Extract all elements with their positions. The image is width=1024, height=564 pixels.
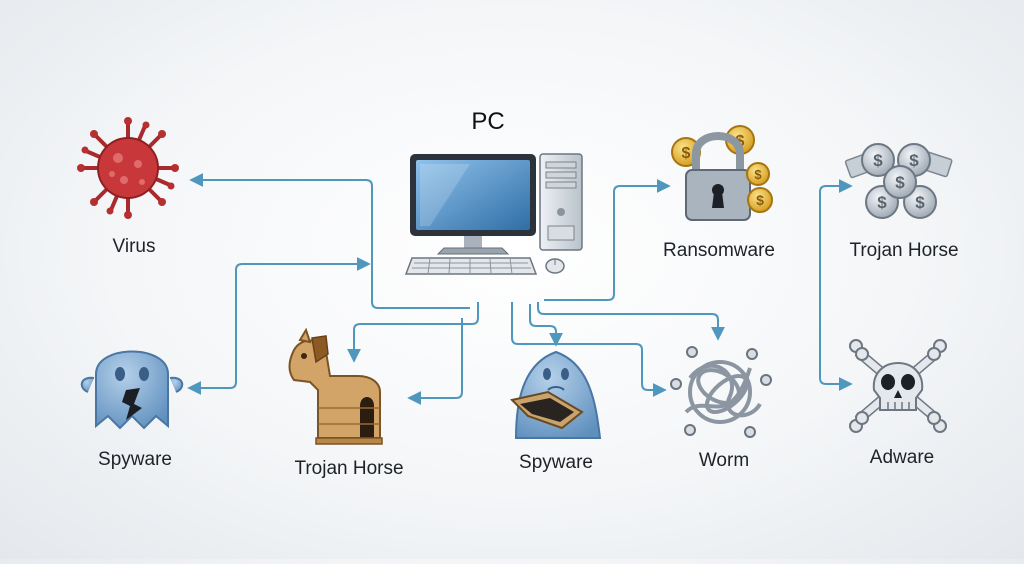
svg-text:$: $ bbox=[682, 145, 691, 162]
worm-label: Worm bbox=[698, 450, 750, 471]
trojan-horse-icon-right: $$ $$$ bbox=[844, 143, 953, 219]
connector-to-worm bbox=[511, 302, 667, 397]
connector-to-trojan-center-2 bbox=[407, 318, 463, 405]
svg-text:$: $ bbox=[877, 193, 887, 212]
svg-text:$: $ bbox=[756, 192, 764, 208]
connector-to-worm-top bbox=[537, 302, 725, 341]
svg-text:$: $ bbox=[873, 151, 883, 170]
spyware-ghost-icon-left bbox=[80, 350, 184, 430]
spyware-center-label: Spyware bbox=[519, 452, 593, 473]
worm-icon bbox=[670, 346, 772, 438]
svg-text:$: $ bbox=[754, 167, 762, 182]
connector-to-trojan-center bbox=[347, 302, 479, 363]
connector-to-ransomware bbox=[544, 179, 671, 301]
connector-to-spyware-left bbox=[187, 257, 371, 395]
connector-to-spyware-center bbox=[529, 304, 563, 347]
spyware-ghost-icon-center bbox=[510, 350, 602, 439]
trojan-horse-right-label: Trojan Horse bbox=[849, 240, 959, 261]
trojan-horse-icon-center bbox=[288, 327, 383, 445]
pc-label: PC bbox=[471, 108, 505, 135]
adware-label: Adware bbox=[869, 447, 935, 468]
svg-text:$: $ bbox=[895, 173, 905, 192]
virus-label: Virus bbox=[112, 236, 156, 257]
connector-right-bracket bbox=[819, 179, 853, 391]
spyware-left-label: Spyware bbox=[98, 449, 172, 470]
pc-icon bbox=[404, 153, 583, 275]
svg-text:$: $ bbox=[736, 133, 745, 150]
connector-to-virus bbox=[189, 173, 470, 309]
connectors bbox=[187, 173, 853, 405]
virus-icon bbox=[77, 117, 179, 219]
ransomware-icon: $ $ $ $ bbox=[671, 125, 773, 221]
svg-text:$: $ bbox=[915, 193, 925, 212]
trojan-horse-center-label: Trojan Horse bbox=[294, 458, 404, 479]
ransomware-label: Ransomware bbox=[663, 240, 775, 261]
svg-text:$: $ bbox=[909, 151, 919, 170]
adware-skull-icon bbox=[849, 339, 947, 433]
